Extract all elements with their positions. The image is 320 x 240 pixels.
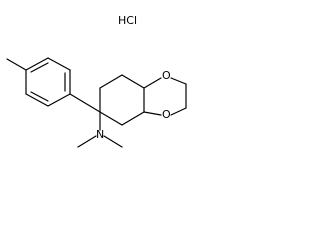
benzene-bond-1 <box>25 57 49 71</box>
spiro-o-bottom-bond <box>143 111 162 116</box>
spiro-o-top-bond <box>143 77 162 89</box>
benzene-bond-2 <box>47 57 71 71</box>
bonds <box>6 57 187 148</box>
cyclohexane-bond-5 <box>121 111 145 126</box>
chemical-structure-diagram: HCl O O N <box>0 0 233 163</box>
atom-labels: O O N <box>96 69 171 141</box>
benzene-bond-4 <box>47 93 71 107</box>
cyclohexane-bond-6 <box>99 111 123 126</box>
benzene-bond-5 <box>25 93 49 107</box>
oxygen-top-label: O <box>162 69 171 82</box>
cyclohexane-bond-2 <box>99 74 123 89</box>
cyclohexane-bond-3 <box>121 74 145 89</box>
nitrogen-label: N <box>96 128 104 141</box>
aryl-quaternary-bond <box>69 93 101 113</box>
ch2-o-bottom-bond <box>170 107 187 116</box>
benzene-double-1 <box>30 62 49 73</box>
oxygen-bottom-label: O <box>162 108 171 121</box>
salt-label: HCl <box>118 14 137 27</box>
background <box>0 0 233 163</box>
o-top-ch2-bond <box>170 77 187 85</box>
methyl-bond <box>6 58 27 71</box>
n-methyl-right-bond <box>103 135 123 148</box>
benzene-double-3 <box>30 91 49 102</box>
n-methyl-left-bond <box>77 135 97 148</box>
